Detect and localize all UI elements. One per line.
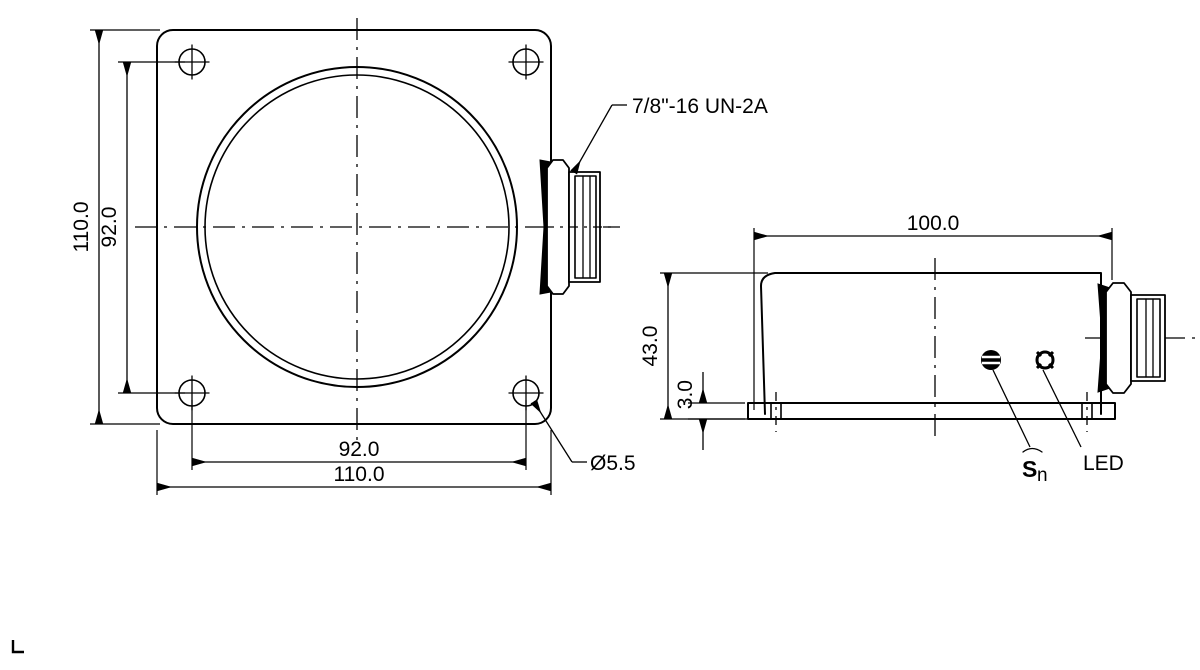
- dimension-height-overall: 110.0: [70, 29, 160, 425]
- front-view-connector: [539, 159, 612, 295]
- sensor-face-outer-circle: [196, 66, 518, 388]
- sensor-face-inner-circle: [204, 74, 510, 380]
- dimension-hole-spacing-vertical: 92.0: [98, 61, 185, 394]
- led-indicator: LED: [1035, 350, 1124, 475]
- side-view-connector: [1097, 282, 1166, 394]
- sn-label-s: S: [1022, 456, 1037, 482]
- side-base-plate: [747, 402, 1116, 420]
- sensing-face-icon: [981, 350, 1001, 370]
- dimension-base-thickness: 3.0: [674, 372, 745, 450]
- sn-overline-arc: [1022, 447, 1043, 453]
- dimension-height-body-text: 43.0: [639, 326, 662, 367]
- dimension-hole-spacing-horizontal-text: 92.0: [339, 438, 380, 461]
- hole-callout-leader: [530, 399, 573, 463]
- side-connector-thread-inner: [1136, 298, 1161, 378]
- sn-label-subscript: n: [1037, 465, 1048, 486]
- led-icon: [1035, 350, 1055, 370]
- thread-callout-leader: [570, 104, 613, 175]
- thread-spec-label: 7/8"-16 UN-2A: [632, 95, 768, 118]
- dimension-hole-spacing-horizontal: 92.0: [191, 400, 527, 470]
- mounting-hole-top-right: [508, 44, 544, 80]
- dimension-width-overall: 110.0: [156, 430, 552, 495]
- side-connector-hex-flange: [1105, 282, 1132, 394]
- led-leader: [1042, 369, 1082, 448]
- dimension-width-overall-text: 110.0: [334, 463, 385, 486]
- side-view: S n LED 100.0: [639, 212, 1198, 486]
- dimension-height-overall-text: 110.0: [70, 202, 93, 253]
- sensing-face-indicator: S n: [981, 350, 1048, 486]
- dimension-base-thickness-text: 3.0: [674, 380, 697, 409]
- callout-thread-spec: 7/8"-16 UN-2A: [570, 95, 768, 175]
- hole-diameter-label: Ø5.5: [590, 452, 636, 475]
- led-label: LED: [1083, 452, 1124, 475]
- dimension-hole-spacing-vertical-text: 92.0: [98, 207, 121, 248]
- front-view: 7/8"-16 UN-2A Ø5.5 110.0 92.0 92.0: [70, 18, 768, 495]
- connector-hex-flange: [546, 159, 570, 295]
- dimension-depth-overall: 100.0: [753, 212, 1113, 410]
- callout-hole-diameter: Ø5.5: [530, 399, 636, 475]
- side-body-profile: [760, 272, 1102, 415]
- sn-label-group: S n: [1022, 447, 1048, 486]
- dimension-depth-overall-text: 100.0: [907, 212, 960, 235]
- corner-mark: [11, 640, 24, 654]
- sensing-face-leader: [992, 369, 1031, 448]
